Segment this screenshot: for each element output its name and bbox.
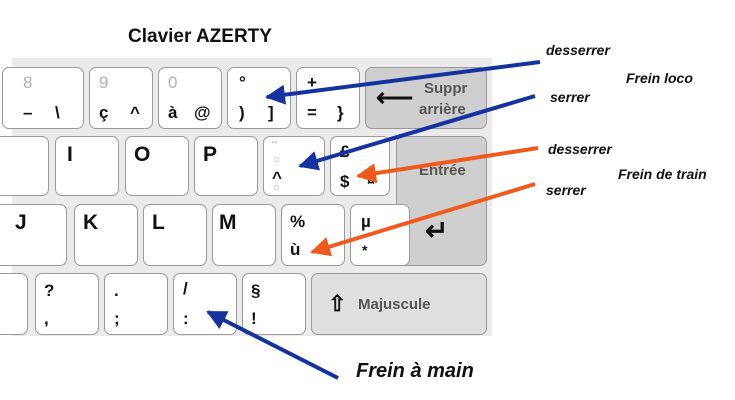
key-plus[interactable]: + = }: [296, 67, 360, 129]
key-w[interactable]: [0, 273, 28, 335]
arrow-hand-brake: [206, 310, 339, 380]
key-j[interactable]: J: [0, 204, 67, 266]
label-loco-desserrer: desserrer: [546, 42, 610, 58]
key-p[interactable]: P: [194, 136, 258, 196]
arrow-loco-desserrer: [265, 60, 541, 105]
key-0[interactable]: 0 à @: [158, 67, 222, 129]
shift-key[interactable]: ⇧ Majuscule: [311, 273, 487, 335]
arrow-train-serrer: [310, 182, 536, 257]
arrow-loco-serrer: [298, 94, 536, 171]
label-train-desserrer: desserrer: [548, 141, 612, 157]
key-u[interactable]: [0, 136, 49, 196]
key-m[interactable]: M: [212, 204, 276, 266]
return-arrow-icon: ↵: [425, 215, 449, 246]
label-loco-serrer: serrer: [550, 89, 590, 105]
key-o[interactable]: O: [125, 136, 189, 196]
backspace-key[interactable]: ⟵ Suppr arrière: [365, 67, 487, 129]
label-frein-de-train: Frein de train: [618, 166, 707, 182]
shift-arrow-icon: ⇧: [328, 291, 347, 316]
keyboard: 8 – \ 9 ç ^ 0 à @ ° ) ] + = } ⟵ Suppr ar…: [0, 58, 492, 336]
key-dot[interactable]: . ;: [104, 273, 168, 335]
diagram-title: Clavier AZERTY: [128, 26, 272, 47]
key-8[interactable]: 8 – \: [2, 67, 84, 129]
key-mu[interactable]: µ *: [350, 204, 410, 266]
label-frein-loco: Frein loco: [626, 70, 693, 86]
key-9[interactable]: 9 ç ^: [89, 67, 153, 129]
label-frein-a-main: Frein à main: [356, 360, 474, 382]
left-arrow-icon: ⟵: [376, 82, 414, 112]
key-l[interactable]: L: [143, 204, 207, 266]
label-train-serrer: serrer: [546, 182, 586, 198]
key-k[interactable]: K: [74, 204, 138, 266]
key-i[interactable]: I: [55, 136, 119, 196]
key-question[interactable]: ? ,: [35, 273, 99, 335]
arrow-train-desserrer: [356, 146, 539, 184]
key-section[interactable]: § !: [242, 273, 306, 335]
